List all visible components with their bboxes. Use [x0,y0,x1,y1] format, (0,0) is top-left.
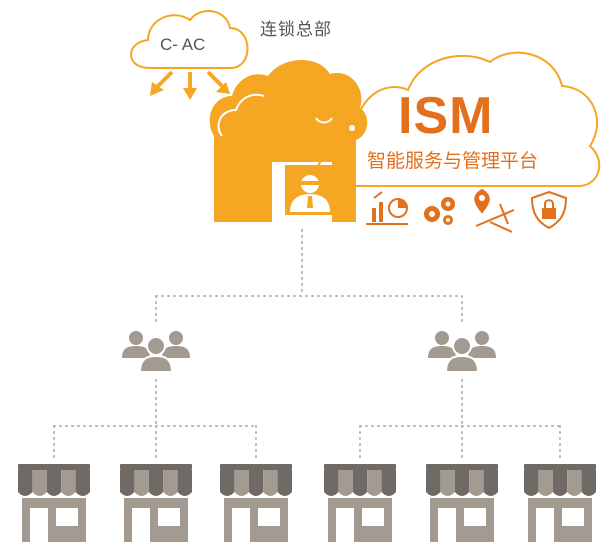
headquarters-label: 连锁总部 [260,20,332,40]
store-awning-icon [220,464,292,544]
store-awning-icon [18,464,90,544]
cac-label: C- AC [160,35,206,54]
analytics-chart-icon [366,191,408,225]
people-group-icon [122,331,190,373]
stores-row [18,464,596,544]
security-lock-icon [530,190,568,230]
ism-title: ISM [398,87,494,145]
receptionist-icon [285,165,335,215]
gears-icon [424,197,455,225]
store-awning-icon [426,464,498,544]
connector-lines [53,229,561,463]
hq-building [209,59,368,223]
store-awning-icon [324,464,396,544]
ism-subtitle: 智能服务与管理平台 [367,150,539,172]
people-group-icon [428,331,496,373]
cac-cloud [130,10,249,69]
store-awning-icon [524,464,596,544]
cac-arrows [150,70,230,100]
store-awning-icon [120,464,192,544]
location-route-icon [474,188,515,233]
